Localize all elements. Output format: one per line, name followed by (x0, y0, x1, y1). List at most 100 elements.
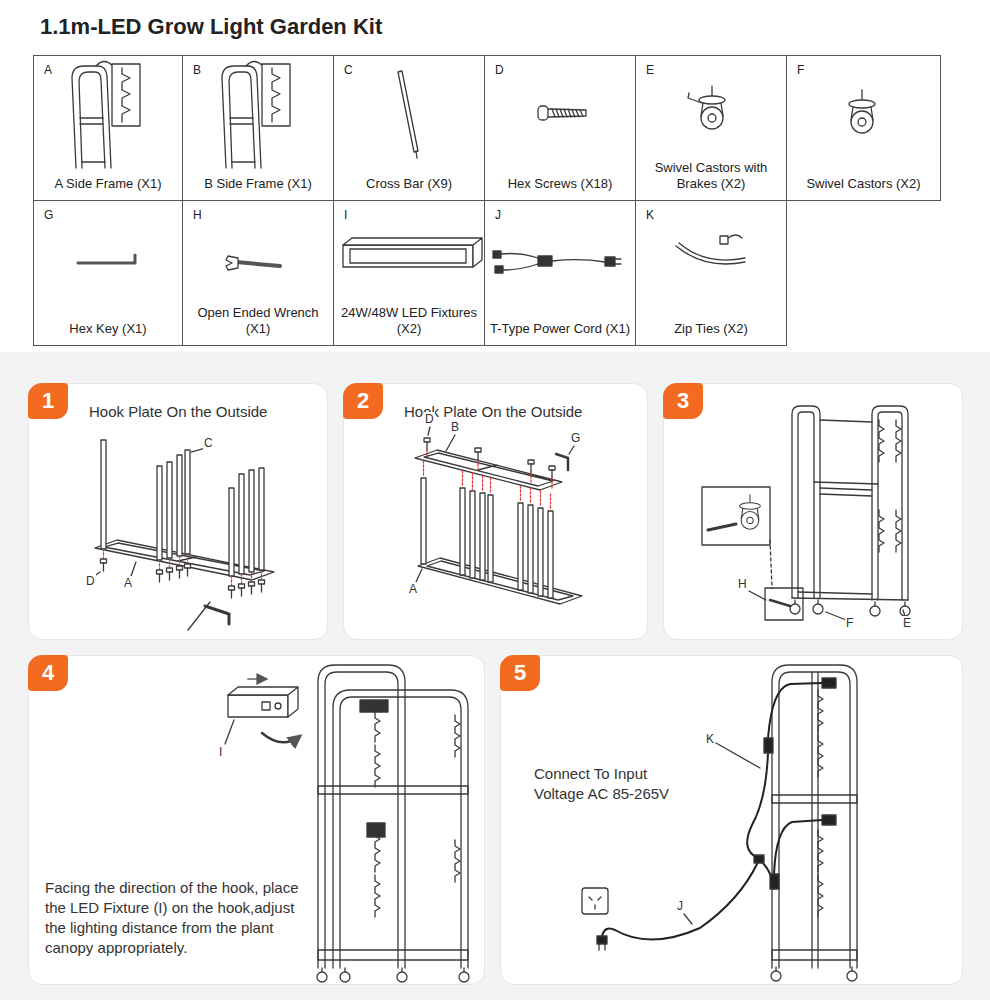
step-number: 2 (357, 389, 369, 413)
step-instruction: Facing the direction of the hook, place … (45, 878, 307, 958)
step1-art (185, 564, 191, 576)
part-letter: B (193, 63, 201, 77)
callout-letter: C (203, 436, 214, 450)
step5-art (602, 683, 822, 940)
callout-letter: J (676, 899, 684, 913)
step2-art (528, 505, 533, 593)
parts-icons (398, 71, 418, 158)
step5-art (582, 888, 608, 914)
step3-art (702, 406, 910, 620)
step5-art (772, 795, 857, 803)
callout-letter: D (424, 412, 435, 426)
step3-art (770, 540, 772, 588)
step4-art (275, 703, 281, 709)
step4-art (318, 786, 468, 794)
parts-icons (728, 235, 742, 238)
step5-art (754, 855, 764, 863)
step5-art (771, 967, 781, 981)
callout-letter: K (705, 732, 715, 746)
step-panel: Hook Plate On the Outside 1 (28, 383, 328, 640)
step1-art (229, 488, 234, 576)
step5-art (818, 735, 823, 777)
callout-letter: G (570, 431, 581, 445)
step2-art (549, 466, 555, 478)
part-cell: GHex Key (X1) (33, 200, 183, 346)
part-cell: DHex Screws (X18) (484, 55, 636, 201)
step2-art (421, 478, 426, 564)
step-number: 5 (514, 661, 526, 685)
title-text: 1.1m-LED Grow Light Garden Kit (40, 14, 382, 40)
parts-icons (493, 251, 501, 258)
step4-art (397, 968, 407, 982)
step3-art (792, 406, 820, 598)
step1-art (157, 466, 162, 560)
callout-letter: A (408, 582, 418, 596)
parts-icons (688, 93, 702, 103)
step4-art (375, 830, 380, 872)
part-letter: G (44, 208, 53, 222)
part-cell: KZip Ties (X2) (635, 200, 787, 346)
step2-art (556, 454, 568, 470)
step4-art (248, 678, 266, 680)
step-panel: Hook Plate On the Outside2 (343, 383, 648, 640)
step5-art (772, 950, 857, 960)
step4-art (375, 745, 380, 787)
part-name: T-Type Power Cord (X1) (489, 321, 631, 337)
callout-letter: D (85, 574, 96, 588)
step2-art (480, 493, 485, 580)
step5-art (818, 830, 823, 872)
part-name: Swivel Castors with Brakes (X2) (640, 160, 782, 192)
step1-art (101, 559, 107, 571)
part-name: B Side Frame (X1) (187, 176, 329, 192)
step1-art (95, 540, 274, 580)
part-letter: C (344, 63, 353, 77)
step3-art (765, 588, 803, 620)
step-instruction: Hook Plate On the Outside (89, 402, 319, 422)
part-name: A Side Frame (X1) (38, 176, 178, 192)
parts-icons (72, 62, 140, 169)
step4-art (455, 840, 460, 882)
part-cell: CCross Bar (X9) (333, 55, 485, 201)
step2-art (415, 450, 562, 490)
step-panel: Facing the direction of the hook, place … (28, 655, 485, 985)
step1-art (185, 450, 190, 554)
step4-art (360, 700, 388, 712)
step-number: 3 (677, 389, 689, 413)
step4-art (318, 665, 405, 968)
part-letter: I (344, 208, 347, 222)
step3-art (770, 600, 790, 606)
parts-icons (343, 245, 473, 267)
part-cell: I24W/48W LED Fixtures (X2) (333, 200, 485, 346)
parts-icons (538, 256, 552, 266)
parts-icons (501, 254, 605, 271)
step3-art (790, 600, 800, 614)
parts-icons (699, 86, 725, 129)
part-cell: FSwivel Castors (X2) (786, 55, 941, 201)
parts-icons (72, 62, 875, 274)
step3-art (870, 602, 880, 616)
parts-icons (676, 243, 745, 264)
step4-art (318, 950, 468, 960)
parts-icons (552, 109, 583, 117)
parts-icons (548, 109, 586, 117)
step4-art (225, 665, 469, 982)
step3-art (879, 510, 884, 552)
step3-art (792, 420, 908, 600)
parts-icons (236, 262, 280, 266)
step4-art (262, 702, 270, 710)
step3-art (879, 420, 884, 462)
callout-letter: A (123, 576, 133, 590)
step1-art (239, 584, 245, 596)
illustration-part (72, 62, 910, 983)
callout-letter: F (845, 616, 854, 630)
step-number: 1 (42, 389, 54, 413)
parts-icons (78, 255, 135, 263)
step2-art (421, 478, 553, 598)
step2-art (528, 460, 534, 472)
step2-art (424, 438, 430, 450)
part-name: Zip Ties (X2) (640, 321, 782, 337)
parts-icons (849, 90, 875, 133)
step1-art (239, 474, 244, 574)
part-name: Swivel Castors (X2) (791, 176, 936, 192)
